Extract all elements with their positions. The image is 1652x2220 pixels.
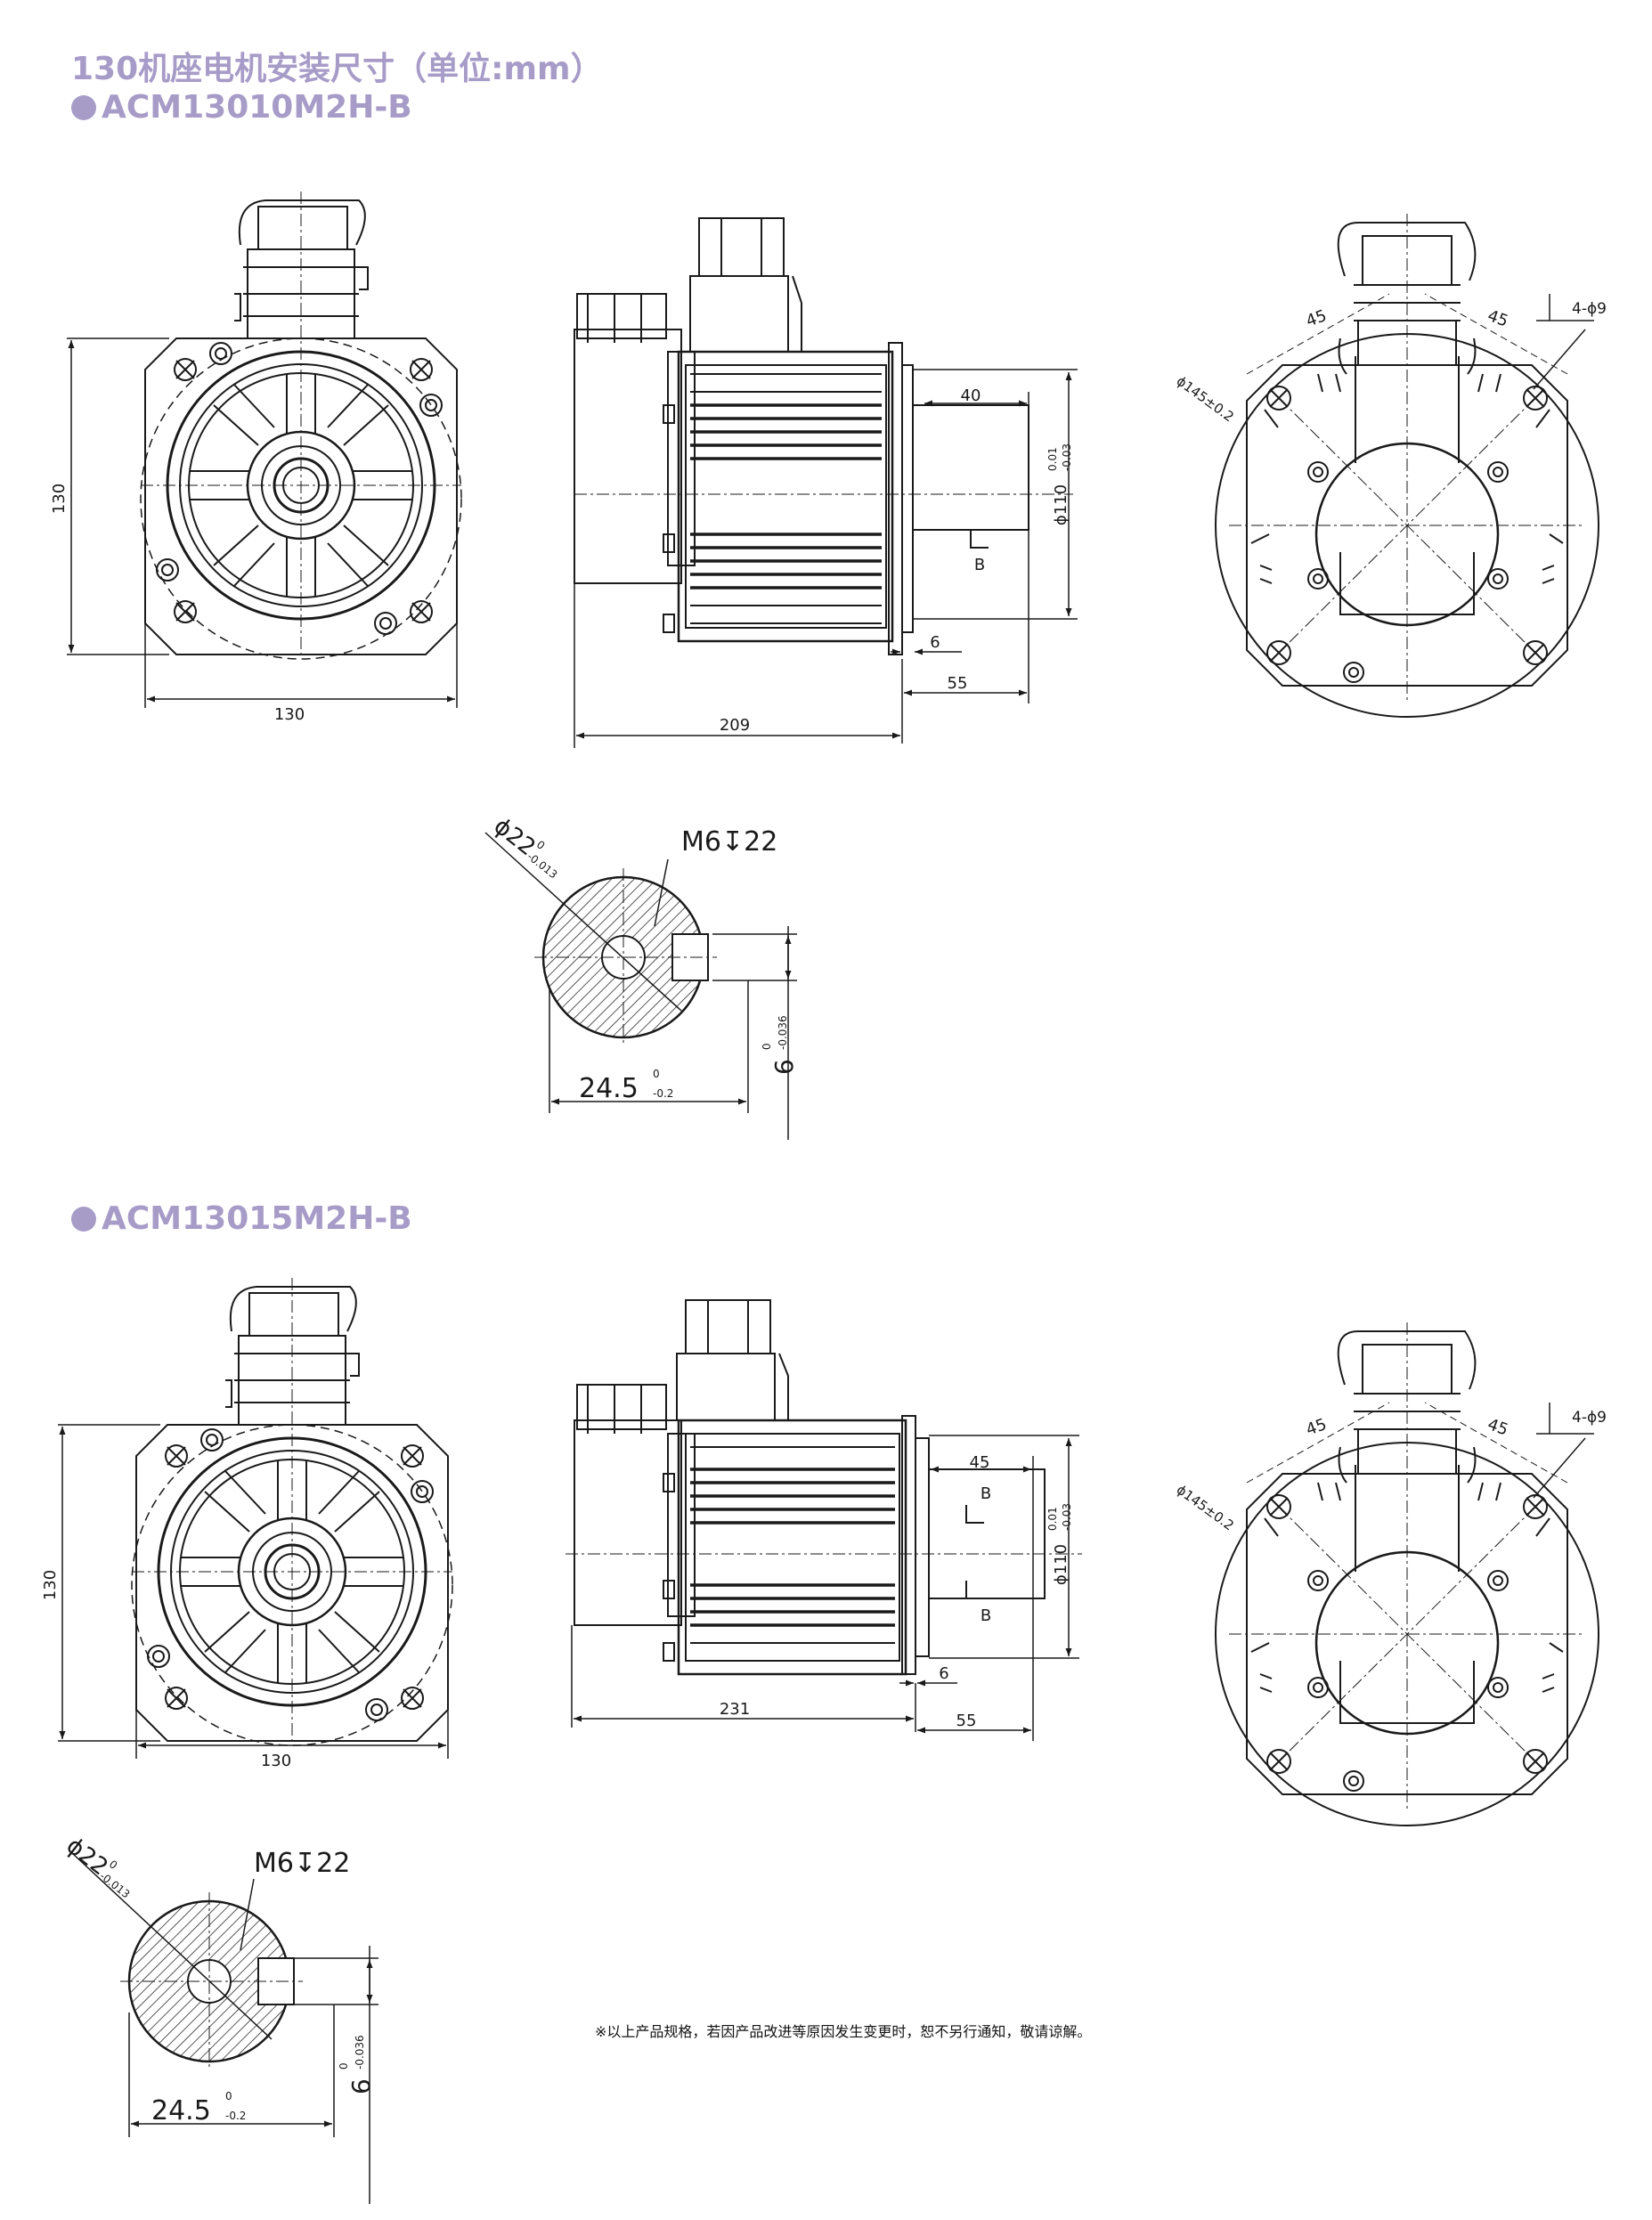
dim-motor-length-1: 209 (720, 716, 750, 735)
dim-shaft-total-1: 55 (948, 674, 968, 693)
dim-pilot-2: ϕ110 0.01 -0.03 (1046, 1503, 1073, 1585)
dim-thread-1: M6↧22 (681, 826, 777, 858)
svg-text:0: 0 (225, 2090, 232, 2102)
svg-text:-0.2: -0.2 (653, 1087, 673, 1100)
dim-pcd-2: ϕ145±0.2 (1174, 1482, 1237, 1534)
svg-text:-0.036: -0.036 (354, 2035, 366, 2070)
shaft-section-2 (118, 1891, 305, 2072)
header-2: ACM13015M2H-B (71, 1200, 412, 1237)
dim-holes-2: 4-ϕ9 (1572, 1409, 1607, 1427)
footnote: ※以上产品规格，若因产品改进等原因发生变更时，恕不另行通知，敬请谅解。 (595, 2023, 1092, 2040)
side-dims-2 (571, 1435, 1079, 1741)
dim-shaft-length-2: 45 (970, 1453, 990, 1472)
dim-shaft-dia-2: ϕ22 0 -0.013 (61, 1833, 133, 1901)
svg-text:6: 6 (346, 2078, 376, 2094)
shaft-section-1 (533, 866, 719, 1048)
front-dims-2 (58, 1424, 449, 1759)
model-label-2: ACM13015M2H-B (71, 1200, 412, 1237)
bullet-icon (71, 1206, 96, 1232)
model-name-2: ACM13015M2H-B (102, 1200, 412, 1237)
dim-angle-left-1: 45 (1304, 306, 1330, 331)
svg-text:ϕ110: ϕ110 (1052, 1544, 1070, 1585)
svg-text:-0.013: -0.013 (525, 850, 559, 882)
svg-text:ϕ110: ϕ110 (1052, 484, 1070, 525)
rear-view-1 (1214, 212, 1600, 719)
model-name-1: ACM13010M2H-B (102, 89, 412, 126)
dim-pcd-1: ϕ145±0.2 (1174, 373, 1237, 426)
svg-text:0: 0 (338, 2062, 350, 2070)
page-title: 130机座电机安装尺寸（单位:mm） (71, 51, 603, 87)
dim-motor-length-2: 231 (720, 1700, 750, 1719)
dim-key-width-2: 6 0 -0.036 (338, 2035, 376, 2094)
svg-text:24.5: 24.5 (151, 2095, 211, 2126)
side-dims-1 (574, 369, 1078, 748)
svg-text:-0.03: -0.03 (1061, 443, 1073, 471)
dim-shaft-length-1: 40 (961, 386, 981, 405)
dim-thread-2: M6↧22 (254, 1848, 350, 1879)
dim-key-depth-1: 24.5 0 -0.2 (579, 1068, 673, 1104)
model-label-1: ACM13010M2H-B (71, 89, 603, 126)
rear-dims-2 (1533, 1403, 1594, 1499)
section-label-1: B (974, 556, 985, 574)
dim-front-width-2: 130 (261, 1752, 291, 1770)
dim-front-height-2: 130 (41, 1570, 60, 1600)
svg-text:-0.03: -0.03 (1061, 1503, 1073, 1531)
dim-pilot-1: ϕ110 0.01 -0.03 (1046, 443, 1073, 525)
svg-text:6: 6 (769, 1059, 799, 1075)
section-label-2a: B (981, 1484, 991, 1503)
shaft-dims-2 (70, 1851, 378, 2204)
svg-text:0.01: 0.01 (1046, 1507, 1059, 1531)
header: 130机座电机安装尺寸（单位:mm） ACM13010M2H-B (71, 43, 603, 126)
front-view-2 (130, 1276, 454, 1747)
svg-text:-0.2: -0.2 (225, 2110, 246, 2122)
svg-text:24.5: 24.5 (579, 1073, 639, 1104)
dim-key-width-1: 6 0 -0.036 (761, 1015, 799, 1075)
svg-text:0: 0 (653, 1068, 660, 1080)
svg-text:0: 0 (761, 1043, 773, 1050)
front-view-1 (139, 190, 463, 661)
svg-text:0.01: 0.01 (1046, 447, 1059, 471)
section-label-2b: B (981, 1606, 991, 1625)
dim-flange-step-1: 6 (930, 633, 940, 652)
dim-front-width-1: 130 (274, 705, 305, 724)
front-dims-1 (67, 337, 458, 708)
rear-view-2 (1214, 1321, 1600, 1827)
dim-front-height-1: 130 (50, 484, 69, 514)
rear-dims-1 (1533, 294, 1594, 390)
dim-shaft-total-2: 55 (956, 1712, 977, 1730)
side-view-1 (574, 217, 1029, 655)
side-view-2 (574, 1299, 1046, 1676)
dim-angle-right-2: 45 (1485, 1415, 1511, 1440)
dim-flange-step-2: 6 (939, 1664, 948, 1683)
svg-text:-0.013: -0.013 (97, 1870, 132, 1901)
dim-angle-left-2: 45 (1304, 1415, 1330, 1440)
dim-holes-1: 4-ϕ9 (1572, 300, 1607, 318)
shaft-dims-1 (484, 832, 797, 1140)
dim-angle-right-1: 45 (1485, 306, 1511, 331)
dim-key-depth-2: 24.5 0 -0.2 (151, 2090, 246, 2126)
bullet-icon (71, 94, 96, 120)
svg-text:-0.036: -0.036 (777, 1015, 789, 1050)
